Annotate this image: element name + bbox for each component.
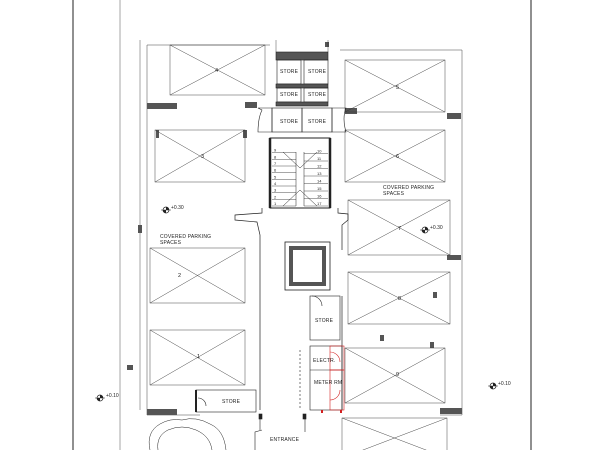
- stair-step-number: 10: [317, 149, 322, 154]
- parking-bay-9: [344, 347, 446, 404]
- bay-label-8: 8: [398, 296, 401, 302]
- stair-step-number: 15: [317, 186, 322, 191]
- lift-shaft: [284, 241, 331, 291]
- store-room-mid: [309, 295, 341, 341]
- store-label-6: STORE: [308, 119, 327, 125]
- stair-step-number: 4: [274, 181, 277, 186]
- parking-bay-6: [344, 129, 446, 183]
- bay-label-7: 7: [398, 226, 401, 232]
- level-marker-left-upper: [161, 206, 171, 214]
- stair-step-number: 13: [317, 171, 322, 176]
- store-label-4: STORE: [308, 92, 327, 98]
- tree-symbol: [148, 418, 227, 450]
- utility-rooms: [309, 345, 345, 413]
- parking-bay-1: [149, 329, 246, 386]
- store-label-2: STORE: [308, 69, 327, 75]
- store-units-top: [257, 40, 347, 133]
- parking-bays-right: [344, 59, 451, 404]
- bay-label-1: 1: [197, 354, 200, 360]
- stair-step-number: 12: [317, 164, 322, 169]
- bay-label-2: 2: [178, 273, 181, 279]
- level-label-right-lower: +0.10: [498, 381, 511, 387]
- stair-step-number: 1: [274, 201, 277, 206]
- covered-parking-label-right-1: COVERED PARKING: [383, 185, 434, 191]
- store-room-bottom: [195, 350, 301, 413]
- bay-label-4: 4: [215, 68, 218, 74]
- stair-step-number: 3: [274, 188, 277, 193]
- entrance-label: ENTRANCE: [270, 437, 300, 443]
- stair-step-number: 9: [274, 148, 277, 153]
- covered-parking-label-left-1: COVERED PARKING: [160, 234, 211, 240]
- bay-label-5: 5: [396, 85, 399, 91]
- store-label-5: STORE: [280, 119, 299, 125]
- covered-parking-label-right-2: SPACES: [383, 191, 405, 197]
- parking-bay-partial-bottom: [341, 417, 448, 450]
- bay-label-3: 3: [201, 154, 204, 160]
- parking-bay-7: [347, 199, 451, 256]
- parking-bay-8: [347, 271, 451, 325]
- stair-step-number: 5: [274, 174, 277, 179]
- parking-bay-4: [169, 44, 266, 96]
- stair-step-number: 2: [274, 194, 277, 199]
- frame-lines: [72, 0, 532, 450]
- stair-step-number: 7: [274, 161, 277, 166]
- electr-label: ELECTR.: [313, 358, 336, 364]
- stair-step-number: 17: [317, 201, 322, 206]
- stair-step-number: 14: [317, 179, 322, 184]
- parking-bay-5: [344, 59, 446, 113]
- level-marker-left-lower: [95, 394, 105, 402]
- stair-step-number: 11: [317, 156, 322, 161]
- stair-step-number: 6: [274, 168, 277, 173]
- level-label-right-upper: +0.30: [430, 225, 443, 231]
- store-label-mid: STORE: [315, 318, 334, 324]
- store-label-bottom: STORE: [222, 399, 241, 405]
- entrance-area: [254, 413, 307, 450]
- parking-bay-2: [149, 247, 246, 304]
- store-label-1: STORE: [280, 69, 299, 75]
- bay-label-9: 9: [396, 372, 399, 378]
- stair-step-number: 16: [317, 194, 322, 199]
- parking-bays-left: [149, 44, 266, 386]
- level-label-left-upper: +0.30: [171, 205, 184, 211]
- covered-parking-label-left-2: SPACES: [160, 240, 182, 246]
- level-label-left-lower: +0.10: [106, 393, 119, 399]
- stair-steps: 98 7 65 4 32 1 10 11 12 13 14 15 16 17: [272, 148, 328, 207]
- bay-label-6: 6: [396, 154, 399, 160]
- level-marker-right-lower: [488, 382, 498, 390]
- store-label-3: STORE: [280, 92, 299, 98]
- meter-room-label: METER RM: [314, 380, 342, 386]
- parking-bay-3: [154, 129, 246, 183]
- level-marker-right-upper: [420, 226, 430, 234]
- stair-step-number: 8: [274, 154, 277, 159]
